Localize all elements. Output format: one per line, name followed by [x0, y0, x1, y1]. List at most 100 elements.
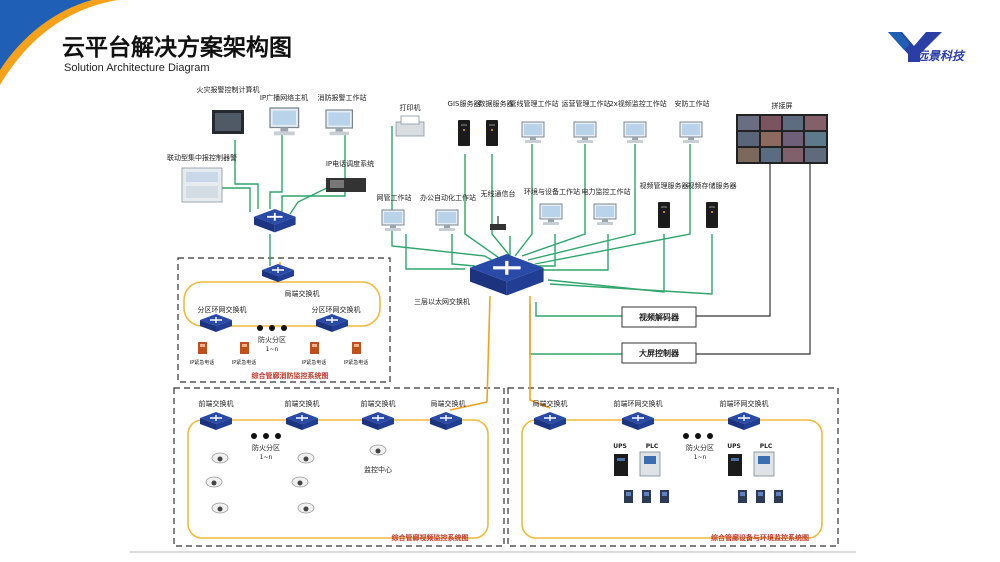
video-zone-border [173, 387, 505, 547]
video-storage-server-label: 视频存储服务器 [688, 181, 737, 190]
video-partition-label: 防火分区 [252, 443, 280, 452]
fire-local-switch-label: 局端交换机 [285, 289, 320, 298]
emergency-phone-label: IP紧急电话 [302, 359, 327, 366]
plc-a-icon [639, 451, 661, 477]
io-modules-b [738, 490, 783, 503]
monitor-center-camera-icon [369, 444, 387, 456]
emergency-phone-icon [352, 342, 361, 354]
io-module-icon [756, 490, 765, 503]
env-ring [521, 419, 823, 539]
env-ws-label: 环境与设备工作站 [524, 187, 580, 196]
video-decoder-label: 视频解码器 [639, 312, 680, 322]
data-server-label: 数据服务器 [479, 99, 514, 108]
video-zone-caption: 综合管廊视频监控系统图 [392, 533, 469, 542]
local-switch-top-icon [253, 208, 297, 234]
io-module-icon [774, 490, 783, 503]
corner-decoration [0, 0, 118, 85]
pipe-mgmt-ws-icon [521, 121, 545, 144]
fire-ring-switch-b-label: 分区环网交换机 [312, 305, 361, 314]
camera-group-a [205, 452, 229, 514]
plc-b-icon [753, 451, 775, 477]
emergency-phone-icon [240, 342, 249, 354]
env-ring-switch-b-label: 前端环网交换机 [720, 399, 769, 408]
linkage-controller-label: 联动型集中报控制器警 [167, 153, 237, 162]
ip-broadcast-label: IP广播网络主机 [260, 93, 308, 102]
fire-alarm-pc-icon [212, 110, 244, 134]
camera-icon [205, 476, 223, 488]
power-ws-label: 电力监控工作站 [582, 187, 631, 196]
video-ws-label: 2x视频监控工作站 [609, 99, 667, 108]
video-partition-dots [251, 433, 281, 439]
fire-partition-label: 防火分区 [258, 335, 286, 344]
env-ring-switch-a-label: 前端环网交换机 [614, 399, 663, 408]
emergency-phone-icon [310, 342, 319, 354]
brand-name: 远景科技 [916, 49, 965, 63]
linkage-controller-icon [181, 167, 223, 203]
camera-icon [211, 452, 229, 464]
fire-partition-range: 1~n [266, 346, 279, 353]
io-module-icon [660, 490, 669, 503]
video-switch-2-icon [285, 411, 319, 431]
l3-switch-label: 三层以太网交换机 [414, 297, 470, 306]
ups-a-label: UPS [613, 443, 627, 450]
wireless-station-icon [490, 216, 506, 230]
io-module-icon [624, 490, 633, 503]
pipe-mgmt-ws-label: 管线管理工作站 [510, 99, 559, 108]
env-local-switch-label: 局端交换机 [533, 399, 568, 408]
emergency-phone-label: IP紧急电话 [190, 359, 215, 366]
architecture-diagram: 火灾报警控制计算机 IP广播网络主机 消防报警工作站 联动型集中报控制器警 IP… [130, 85, 856, 553]
l3-core-switch-icon [468, 252, 546, 298]
wall-controller-box [621, 342, 697, 364]
camera-group-b [291, 452, 315, 514]
video-switch-2-label: 前端交换机 [285, 399, 320, 408]
video-local-switch-label: 局端交换机 [431, 399, 466, 408]
fire-ring-switch-a-icon [199, 313, 233, 333]
env-partition-range: 1~n [694, 454, 707, 461]
emergency-phone-label: IP紧急电话 [344, 359, 369, 366]
wall-controller-label: 大屏控制器 [639, 348, 680, 358]
emergency-phone-label: IP紧急电话 [232, 359, 257, 366]
fire-partition-dots [257, 325, 287, 331]
ip-broadcast-icon [269, 107, 300, 136]
fire-alarm-ws-label: 消防报警工作站 [318, 93, 367, 102]
video-wall-icon [736, 114, 828, 164]
fire-zone-caption: 综合管廊消防监控系统图 [252, 371, 329, 380]
plc-b-label: PLC [760, 443, 773, 450]
fire-ring-switch-b-icon [315, 313, 349, 333]
camera-icon [297, 452, 315, 464]
env-partition-label: 防火分区 [686, 443, 714, 452]
office-ws-icon [435, 209, 459, 232]
env-zone-caption: 综合管廊设备与环境监控系统图 [711, 533, 809, 542]
video-decoder-box [621, 306, 697, 328]
video-ring [187, 419, 489, 539]
env-zone-border [507, 387, 839, 547]
page-title: 云平台解决方案架构图 [62, 35, 292, 61]
video-switch-3-label: 前端交换机 [361, 399, 396, 408]
io-module-icon [642, 490, 651, 503]
fire-zone-border [177, 257, 391, 383]
env-ring-switch-b-icon [727, 411, 761, 431]
green-links [222, 126, 713, 355]
ops-mgmt-ws-label: 运营管理工作站 [562, 99, 611, 108]
env-ws-icon [539, 203, 563, 226]
network-ws-label: 网管工作站 [377, 193, 412, 202]
office-ws-label: 办公自动化工作站 [420, 193, 476, 202]
security-ws-label: 安防工作站 [675, 99, 710, 108]
ups-b-label: UPS [727, 443, 741, 450]
video-mgmt-server-label: 视频管理服务器 [640, 181, 689, 190]
gis-server-label: GIS服务器 [448, 99, 481, 108]
video-local-switch-icon [429, 411, 463, 431]
video-partition-range: 1~n [260, 454, 273, 461]
gis-server-icon [458, 120, 470, 146]
ip-phone-system-icon [326, 178, 366, 192]
video-switch-1-icon [199, 411, 233, 431]
video-ws-icon [623, 121, 647, 144]
camera-icon [297, 502, 315, 514]
ups-a-icon [614, 454, 628, 476]
network-ws-icon [381, 209, 405, 232]
printer-icon [395, 115, 425, 137]
security-ws-icon [679, 121, 703, 144]
brand-logo [888, 32, 942, 62]
camera-icon [291, 476, 309, 488]
io-modules-a [624, 490, 669, 503]
